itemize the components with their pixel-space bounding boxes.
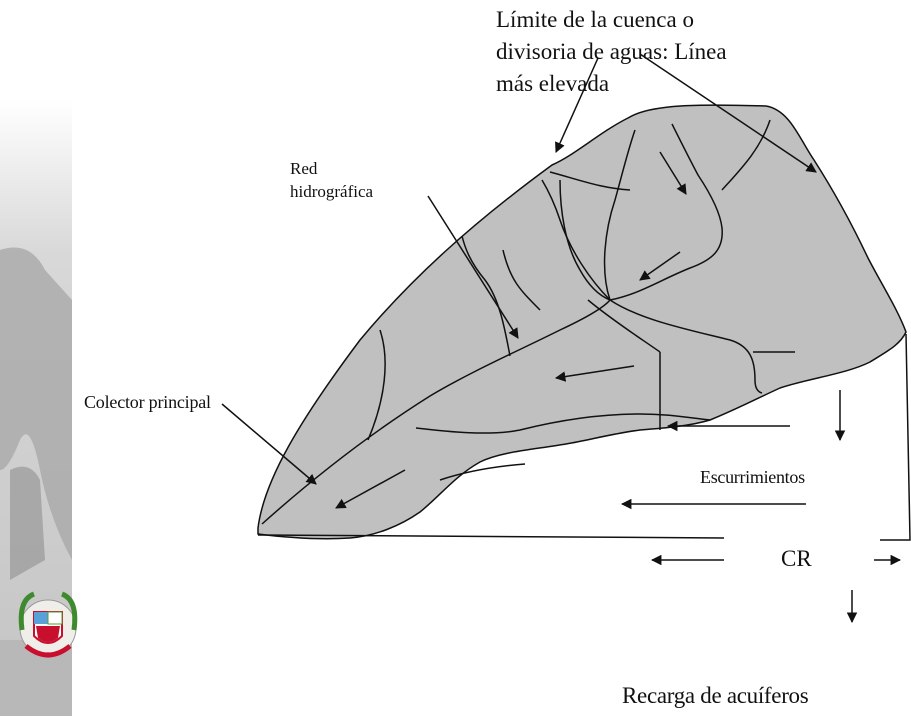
basin-boundary-label: Límite de la cuenca o divisoria de aguas… [496,4,816,100]
basin-boundary-line-1: Límite de la cuenca o [496,4,816,36]
aquifer-recharge-label: Recarga de acuíferos [622,682,808,710]
river-network-label: Red hidrográfica [290,157,373,203]
main-collector-label: Colector principal [84,391,211,413]
river-network-line-2: hidrográfica [290,180,373,203]
basin-boundary-line-2: divisoria de aguas: Línea [496,36,816,68]
cr-label: CR [781,545,812,573]
runoff-label: Escurrimientos [700,466,805,488]
river-network-line-1: Red [290,157,373,180]
basin-boundary-line-3: más elevada [496,68,816,100]
